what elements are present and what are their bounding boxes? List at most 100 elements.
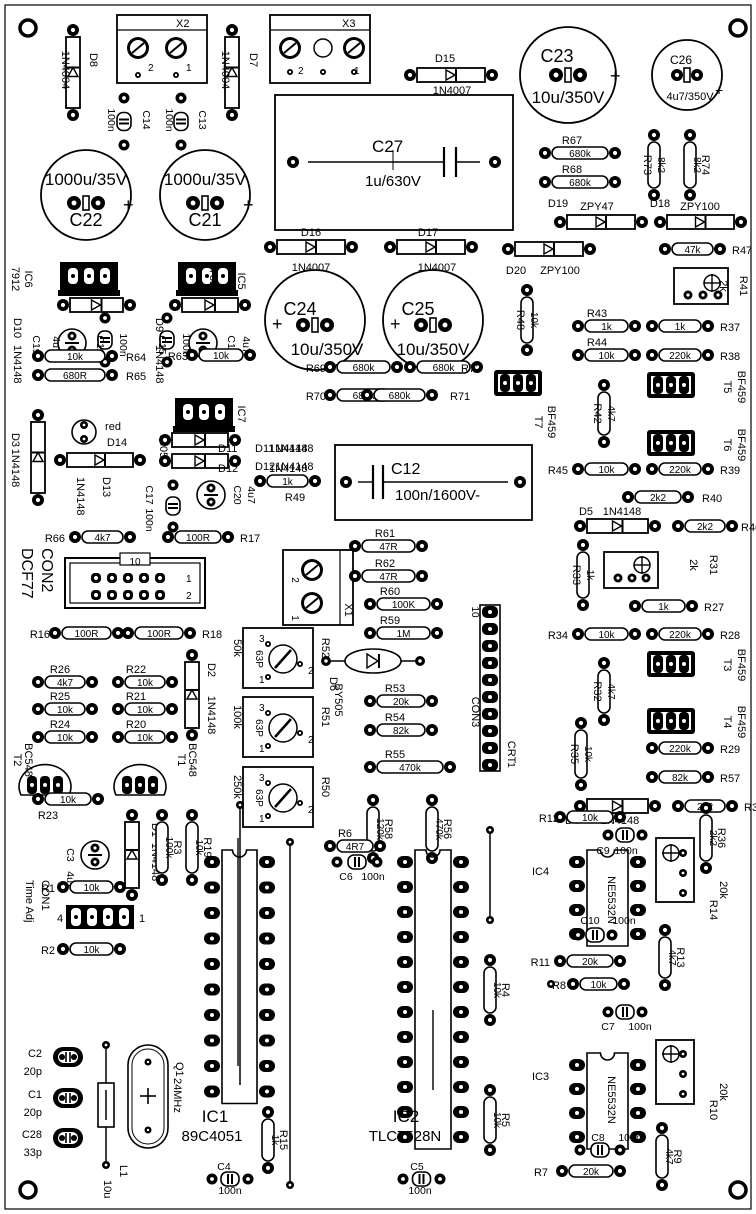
pad-hole xyxy=(288,1183,292,1187)
pad-hole xyxy=(649,774,655,780)
pad-hole xyxy=(265,936,269,941)
resistor-body xyxy=(81,530,124,544)
pad-hole xyxy=(288,840,292,844)
pad-hole xyxy=(190,200,196,206)
capacitor-body xyxy=(173,111,189,132)
pad-hole xyxy=(210,987,214,992)
pad-hole xyxy=(575,1111,579,1115)
capacitor-ref: C8 xyxy=(591,1132,605,1144)
resistor-body xyxy=(579,977,618,991)
resistor-ref: R43 xyxy=(587,308,607,320)
pad-hole xyxy=(621,981,627,987)
pad-hole xyxy=(324,659,328,663)
pad-hole xyxy=(488,695,492,699)
pad-hole xyxy=(60,302,66,308)
resistor-body xyxy=(658,319,702,333)
pad-hole xyxy=(126,593,130,597)
ic-outline xyxy=(414,849,452,1150)
capacitor-value: 100n xyxy=(143,508,155,532)
pad-hole xyxy=(612,179,618,185)
diode-symbol xyxy=(31,451,45,463)
pad-hole xyxy=(610,933,614,937)
diode-symbol xyxy=(194,454,206,468)
pad-hole xyxy=(557,219,563,225)
pad-hole xyxy=(352,543,358,549)
diode-symbol xyxy=(445,68,457,82)
resistor-ref: R38 xyxy=(720,351,740,363)
pad-hole xyxy=(578,720,584,726)
trimmer-value: 20k xyxy=(717,1083,729,1101)
diode-ref: D5 xyxy=(579,506,593,518)
pad-hole xyxy=(488,729,492,733)
diode-body xyxy=(66,452,134,468)
pad-hole xyxy=(403,860,407,864)
pad-hole xyxy=(651,192,657,198)
capacitor-value: 100n xyxy=(105,108,117,132)
resistor-ref: R35 xyxy=(568,744,580,764)
pad-hole xyxy=(189,877,195,883)
capacitor-inner xyxy=(58,1051,78,1063)
pad-hole xyxy=(438,1177,442,1181)
terminal-name: X2 xyxy=(176,18,189,30)
resistor-ref: R4 xyxy=(499,983,511,997)
capacitor-body xyxy=(590,1142,610,1158)
resistor-value: 10k xyxy=(582,746,593,763)
resistor-value: 10k xyxy=(193,839,204,856)
diode-symbol xyxy=(90,298,102,312)
capacitor-body xyxy=(615,1004,635,1020)
pad-hole xyxy=(529,381,533,385)
pad-hole xyxy=(403,960,407,964)
resistor-value: 8k2 xyxy=(691,157,702,174)
capacitor-value: 4u7 xyxy=(245,486,257,504)
pad-hole xyxy=(187,630,193,636)
pad-hole xyxy=(578,782,584,788)
pad-hole xyxy=(210,1038,214,1043)
ic-ic3 xyxy=(569,1052,646,1150)
pad-hole xyxy=(265,1089,269,1094)
pad-hole xyxy=(575,323,581,329)
capacitor-ref: C15 xyxy=(156,335,168,354)
pad-hole xyxy=(474,364,480,370)
ic-ic4 xyxy=(569,849,646,947)
polarity-plus: + xyxy=(272,314,283,334)
pad-hole xyxy=(35,372,41,378)
pad-hole xyxy=(174,73,178,77)
pad-hole xyxy=(601,382,607,388)
resistor-ref: R12 xyxy=(539,813,559,825)
resistor-value: 100R xyxy=(186,533,210,544)
trimmer-outline xyxy=(655,1039,695,1105)
trimmer-ref: R52 xyxy=(319,638,331,658)
capacitor-value: 1u/630V xyxy=(365,173,421,190)
pad-hole xyxy=(575,1063,579,1067)
resistor-ref: R36 xyxy=(715,828,727,848)
pad-hole xyxy=(575,1087,579,1091)
pad-hole xyxy=(488,712,492,716)
pad-hole xyxy=(146,1060,150,1064)
resistor-value: 47R xyxy=(379,572,397,583)
diode-symbol xyxy=(543,242,555,256)
trimmer-ref: R41 xyxy=(737,276,749,296)
pad-hole xyxy=(210,911,214,915)
pad-hole xyxy=(375,860,379,864)
resistor-ref: R33 xyxy=(570,565,582,585)
capacitor-ref: C6 xyxy=(339,871,353,883)
pad-hole xyxy=(327,392,333,398)
ic-value: NE5532N xyxy=(605,1076,617,1124)
pad-hole xyxy=(640,1010,644,1014)
pin-label: 2 xyxy=(289,577,300,583)
resistor-body xyxy=(261,1118,275,1162)
capacitor-band xyxy=(564,67,572,83)
capacitor-outline xyxy=(40,149,132,241)
resistor-body xyxy=(44,792,92,806)
